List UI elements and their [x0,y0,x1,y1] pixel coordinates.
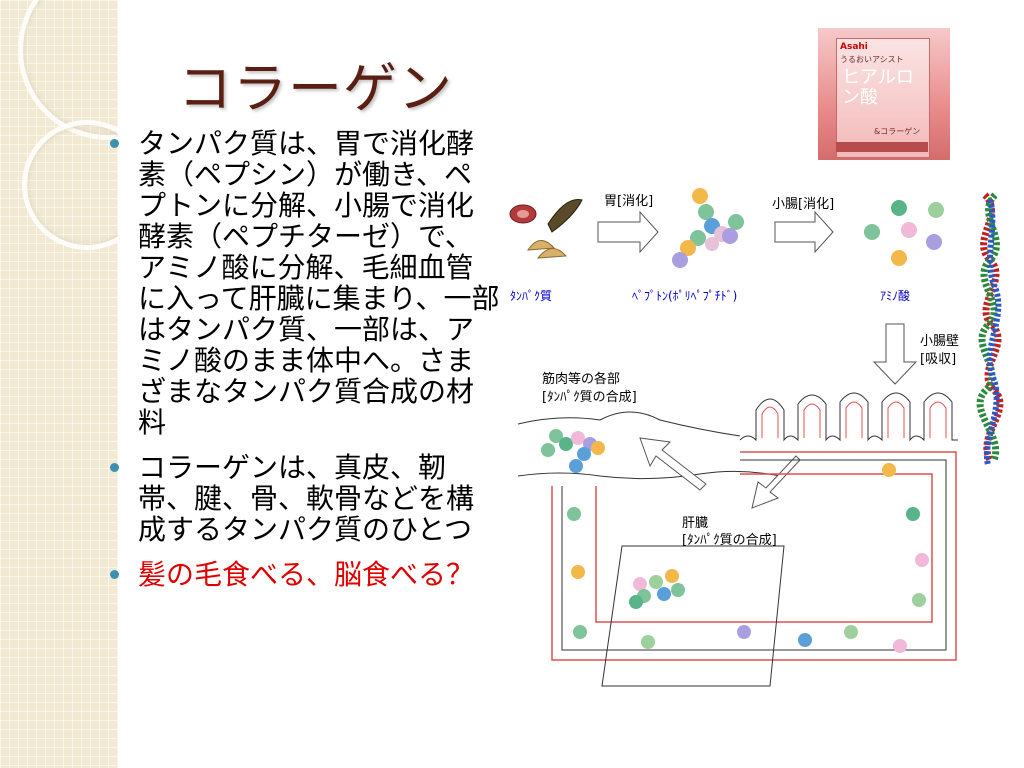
product-name: ヒアルロン酸 [842,67,914,108]
villi-capillaries [761,401,947,438]
arrow-to-muscle [639,437,707,491]
bullet-dot-icon [110,570,119,579]
liver-beads [629,569,685,609]
liver-outline [601,545,785,687]
blood-vessel [551,451,957,661]
protein-helix-icon [976,192,1004,466]
decorative-left-strip [0,0,118,768]
arrow-stomach [597,210,659,254]
muscle-tissue [517,411,781,480]
intestine-villi [739,392,958,442]
label-muscle: 筋肉等の各部 [542,372,621,387]
vessel-beads [567,463,929,653]
food-dumplings-icon [527,240,568,259]
bullet-text: コラーゲンは、真皮、靭帯、腱、骨、軟骨などを構成するタンパク質のひとつ [138,451,475,546]
food-fish-icon [547,199,583,233]
bullet-item-question: 髪の毛食べる、脳食べる？ [110,559,500,590]
amino-acid-beads [864,200,944,266]
bullet-item-digestion: タンパク質は、胃で消化酵素（ペプシン）が働き、ペプトンに分解、小腸で消化酵素（ペ… [110,128,500,438]
bullet-dot-icon [110,463,119,472]
product-subtitle: うるおいアシスト [840,55,904,64]
arrow-small-intestine [774,210,834,254]
muscle-beads [541,429,605,473]
label-absorption: [吸収] [920,352,957,367]
bullet-dot-icon [110,139,119,148]
product-brand: Asahi [840,42,868,52]
product-bottom-band [836,142,928,152]
label-small-intestine: 小腸[消化] [772,197,835,212]
label-liver: 肝臓 [682,516,709,531]
bullet-item-collagen: コラーゲンは、真皮、靭帯、腱、骨、軟骨などを構成するタンパク質のひとつ [110,452,500,545]
product-box-image: Asahi うるおいアシスト ヒアルロン酸 &コラーゲン [818,28,950,160]
product-box-front [836,38,930,158]
bullet-text: 髪の毛食べる、脳食べる？ [138,558,475,591]
label-muscle-synthesis: [ﾀﾝﾊﾟｸ質の合成] [542,390,637,405]
bullet-list: タンパク質は、胃で消化酵素（ペプシン）が働き、ペプトンに分解、小腸で消化酵素（ペ… [110,128,500,604]
label-protein: ﾀﾝﾊﾟｸ質 [510,289,553,303]
label-amino-acid: ｱﾐﾉ酸 [880,289,911,303]
peptone-chain [672,188,744,268]
bullet-text: タンパク質は、胃で消化酵素（ペプシン）が働き、ペプトンに分解、小腸で消化酵素（ペ… [138,127,500,439]
label-stomach: 胃[消化] [604,194,654,209]
label-liver-synthesis: [ﾀﾝﾊﾟｸ質の合成] [682,533,777,548]
slide-title: コラーゲン [178,57,453,120]
label-peptone: ﾍﾟﾌﾟﾄﾝ(ﾎﾟﾘﾍﾟﾌﾟﾁﾄﾞ) [632,289,738,303]
product-name-secondary: &コラーゲン [874,127,921,136]
arrow-to-liver [751,455,801,509]
decorative-ring-middle [22,120,118,250]
food-steak-icon [509,204,537,224]
arrow-absorption [872,323,918,385]
label-intestine-wall: 小腸壁 [920,334,960,349]
